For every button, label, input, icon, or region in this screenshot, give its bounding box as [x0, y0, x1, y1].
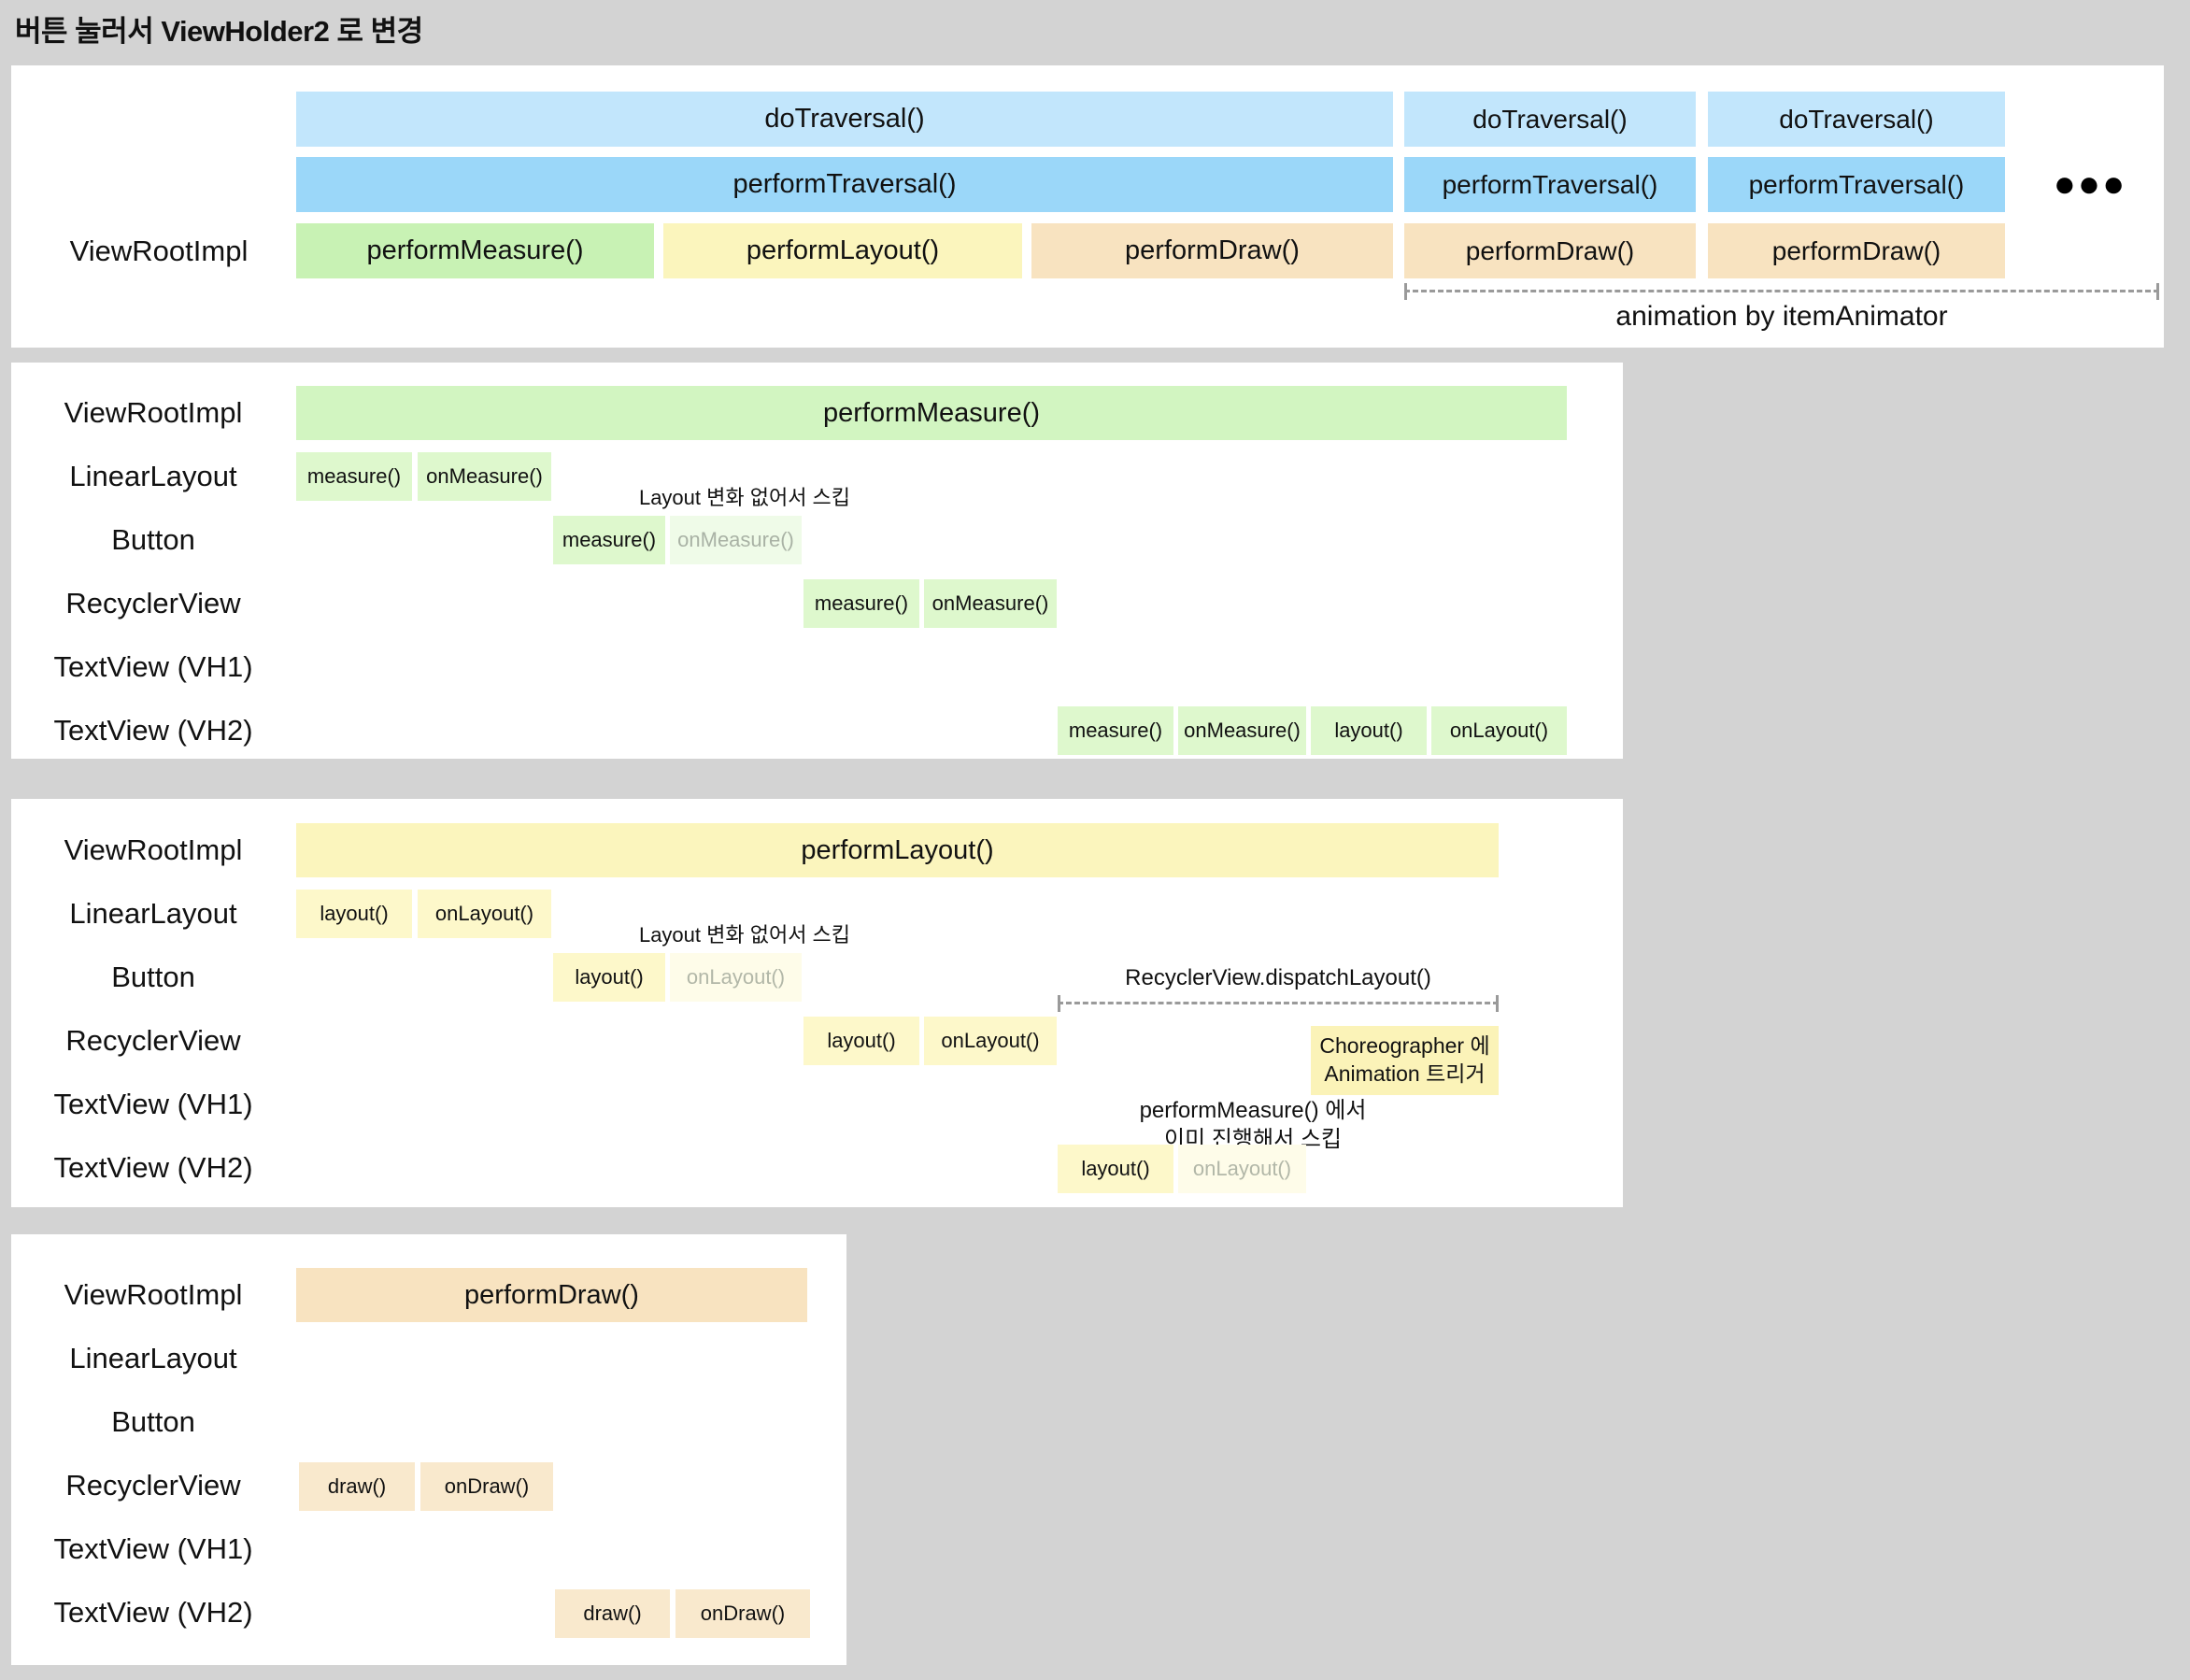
row-label-linearlayout: LinearLayout — [69, 1342, 237, 1374]
measured-skip-note: performMeasure() 에서 이미 진행해서 스킵 — [1140, 1096, 1367, 1154]
bar-perform-layout-header: performLayout() — [296, 823, 1499, 877]
bar-perform-traversal-1: performTraversal() — [296, 157, 1393, 212]
row-label-recyclerview: RecyclerView — [65, 1024, 241, 1057]
bar-vh2-layout: layout() — [1311, 706, 1427, 755]
row-label-viewrootimpl: ViewRootImpl — [64, 1278, 243, 1311]
bar-linearlayout-measure: measure() — [296, 452, 412, 501]
row-label-linearlayout: LinearLayout — [69, 897, 237, 930]
traversal-panel: ViewRootImpl doTraversal() performTraver… — [11, 65, 2164, 348]
row-label-button: Button — [111, 961, 195, 993]
bar-linearlayout-layout: layout() — [296, 890, 412, 938]
row-label-viewrootimpl: ViewRootImpl — [64, 833, 243, 866]
bar-vh2-onmeasure: onMeasure() — [1178, 706, 1306, 755]
row-label-textview-vh2: TextView (VH2) — [53, 1151, 253, 1184]
bar-vh2-ondraw: onDraw() — [675, 1589, 810, 1638]
skip-note: Layout 변화 없어서 스킵 — [638, 486, 851, 509]
row-label-button: Button — [111, 1405, 195, 1438]
choreographer-note-line1: Choreographer 에 — [1319, 1033, 1490, 1059]
row-label-textview-vh2: TextView (VH2) — [53, 1596, 253, 1629]
row-label-button: Button — [111, 523, 195, 556]
bar-recyclerview-onmeasure: onMeasure() — [924, 579, 1057, 628]
bar-button-layout: layout() — [553, 953, 665, 1002]
bar-perform-draw-header: performDraw() — [296, 1268, 807, 1322]
bar-vh2-onlayout: onLayout() — [1431, 706, 1567, 755]
row-label-linearlayout: LinearLayout — [69, 460, 237, 492]
bar-perform-traversal-2: performTraversal() — [1404, 157, 1696, 212]
skip-note: Layout 변화 없어서 스킵 — [638, 923, 851, 947]
ellipsis-dots: ●●● — [2053, 164, 2127, 205]
dispatch-layout-range-line — [1058, 995, 1499, 1012]
bar-vh2-measure: measure() — [1058, 706, 1173, 755]
bar-linearlayout-onlayout: onLayout() — [418, 890, 551, 938]
dispatch-layout-note: RecyclerView.dispatchLayout() — [1125, 965, 1431, 990]
bar-button-onlayout-skipped: onLayout() — [670, 953, 802, 1002]
row-label-viewrootimpl: ViewRootImpl — [64, 396, 243, 429]
row-label-recyclerview: RecyclerView — [65, 1469, 241, 1502]
bar-do-traversal-1: doTraversal() — [296, 92, 1393, 147]
row-label-viewrootimpl: ViewRootImpl — [69, 234, 249, 267]
row-label-textview-vh1: TextView (VH1) — [53, 1088, 253, 1120]
bar-perform-layout: performLayout() — [663, 223, 1022, 278]
bar-recyclerview-measure: measure() — [803, 579, 919, 628]
bar-perform-draw-1: performDraw() — [1031, 223, 1393, 278]
bar-perform-measure: performMeasure() — [296, 223, 654, 278]
bar-vh2-layout: layout() — [1058, 1145, 1173, 1193]
page-title: 버튼 눌러서 ViewHolder2 로 변경 — [15, 15, 423, 48]
bar-recyclerview-draw: draw() — [299, 1462, 415, 1511]
bar-perform-traversal-3: performTraversal() — [1708, 157, 2005, 212]
bar-do-traversal-2: doTraversal() — [1404, 92, 1696, 147]
bar-button-onmeasure-skipped: onMeasure() — [670, 516, 802, 564]
animation-note: animation by itemAnimator — [1615, 301, 1948, 332]
bar-perform-draw-3: performDraw() — [1708, 223, 2005, 278]
animation-range-line — [1404, 283, 2159, 300]
measure-panel: ViewRootImpl LinearLayout Button Recycle… — [11, 363, 1623, 759]
layout-panel: ViewRootImpl LinearLayout Button Recycle… — [11, 799, 1623, 1207]
bar-linearlayout-onmeasure: onMeasure() — [418, 452, 551, 501]
row-label-recyclerview: RecyclerView — [65, 587, 241, 619]
bar-perform-draw-2: performDraw() — [1404, 223, 1696, 278]
row-label-textview-vh2: TextView (VH2) — [53, 714, 253, 747]
row-label-textview-vh1: TextView (VH1) — [53, 650, 253, 683]
bar-recyclerview-ondraw: onDraw() — [420, 1462, 553, 1511]
choreographer-note-line2: Animation 트리거 — [1324, 1061, 1486, 1086]
choreographer-note-box: Choreographer 에 Animation 트리거 — [1311, 1026, 1499, 1095]
bar-perform-measure-header: performMeasure() — [296, 386, 1567, 440]
bar-vh2-draw: draw() — [555, 1589, 670, 1638]
bar-do-traversal-3: doTraversal() — [1708, 92, 2005, 147]
row-label-textview-vh1: TextView (VH1) — [53, 1532, 253, 1565]
bar-vh2-onlayout-skipped: onLayout() — [1178, 1145, 1306, 1193]
bar-recyclerview-onlayout: onLayout() — [924, 1017, 1057, 1065]
measured-skip-note-line1: performMeasure() 에서 — [1139, 1098, 1367, 1123]
bar-button-measure: measure() — [553, 516, 665, 564]
bar-recyclerview-layout: layout() — [803, 1017, 919, 1065]
draw-panel: ViewRootImpl LinearLayout Button Recycle… — [11, 1234, 846, 1665]
